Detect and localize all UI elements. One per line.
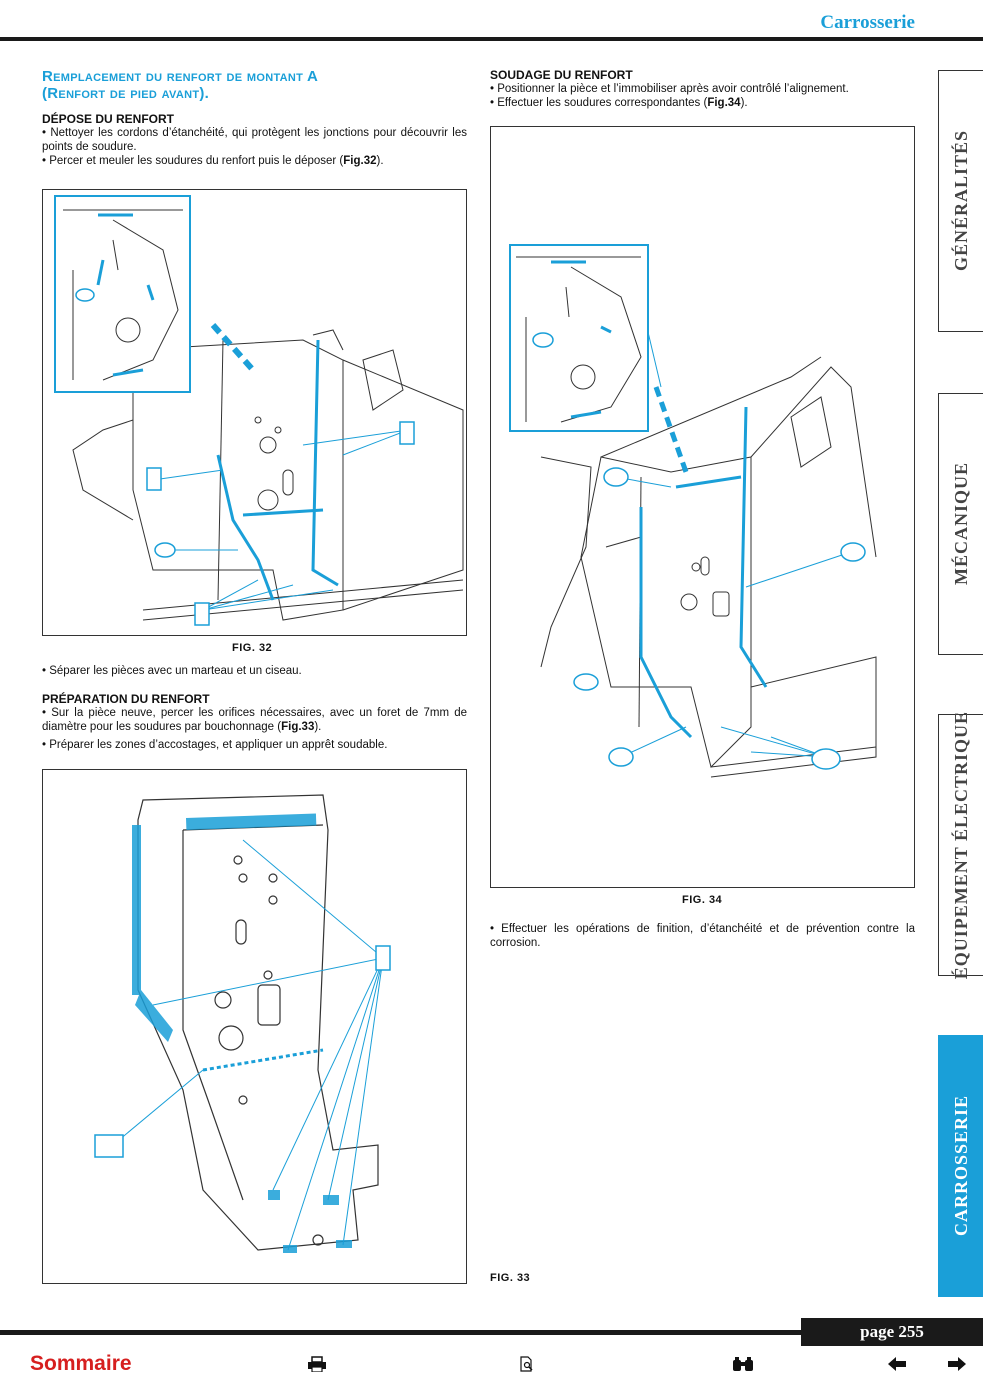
fig-ref: Fig.33 [281, 721, 315, 733]
document-search-icon[interactable] [519, 1356, 535, 1377]
left-column-2: • Séparer les pièces avec un marteau et … [42, 664, 467, 752]
fig32-caption: FIG. 32 [232, 642, 273, 654]
title-line-1: Remplacement du renfort de montant A [42, 68, 319, 85]
tab-label: MÉCANIQUE [950, 462, 971, 586]
soudage-step-1: • Positionner la pièce et l’immobiliser … [490, 83, 849, 95]
soudage-step-2: • Effectuer les soudures correspondantes… [490, 96, 915, 110]
fig-ref: Fig.32 [343, 155, 377, 167]
tab-generalites[interactable]: GÉNÉRALITÉS [938, 70, 983, 332]
fig34-caption: FIG. 34 [682, 894, 723, 906]
prep-step-2: • Préparer les zones d’accostages, et ap… [42, 739, 388, 751]
finition-step: • Effectuer les opérations de finition, … [490, 923, 915, 949]
fig34-drawing [509, 244, 877, 778]
right-column: SOUDAGE DU RENFORT • Positionner la pièc… [490, 68, 915, 110]
arrow-left-icon[interactable] [887, 1356, 907, 1377]
text: • Sur la pièce neuve, percer les orifice… [42, 707, 467, 733]
header-rule [0, 37, 983, 41]
text: ). [314, 721, 322, 733]
binoculars-icon[interactable] [731, 1356, 755, 1377]
separer-step: • Séparer les pièces avec un marteau et … [42, 665, 302, 677]
depose-step-2: • Percer et meuler les soudures du renfo… [42, 154, 467, 168]
fig-ref: Fig.34 [707, 97, 741, 109]
title-line-2: (Renfort de pied avant). [42, 85, 210, 102]
section-header: Carrosserie [820, 12, 915, 33]
fig33-caption: FIG. 33 [490, 1272, 531, 1284]
figure-32 [42, 189, 467, 636]
text: ). [376, 155, 384, 167]
text: • Percer et meuler les soudures du renfo… [42, 155, 344, 167]
soudage-title: SOUDAGE DU RENFORT [490, 68, 633, 82]
sommaire-link[interactable]: Sommaire [30, 1352, 132, 1375]
left-column: Remplacement du renfort de montant A (Re… [42, 68, 467, 168]
tab-label: ÉQUIPEMENT ÉLECTRIQUE [950, 710, 971, 980]
tab-label: GÉNÉRALITÉS [950, 130, 971, 272]
prep-step-1: • Sur la pièce neuve, percer les orifice… [42, 706, 467, 734]
depose-step-1: • Nettoyer les cordons d’étanchéité, qui… [42, 127, 467, 153]
section-title: Remplacement du renfort de montant A (Re… [42, 68, 467, 102]
depose-title: DÉPOSE DU RENFORT [42, 112, 175, 126]
figure-33 [42, 769, 467, 1284]
footer-rule [0, 1330, 983, 1335]
printer-icon[interactable] [307, 1356, 327, 1377]
arrow-right-icon[interactable] [947, 1356, 967, 1377]
tab-carrosserie[interactable]: CARROSSERIE [938, 1035, 983, 1297]
figure-34 [490, 126, 915, 888]
tab-label: CARROSSERIE [950, 1095, 971, 1237]
text: • Effectuer les soudures correspondantes… [490, 97, 708, 109]
page-number: page 255 [801, 1318, 983, 1346]
tab-equipement-electrique[interactable]: ÉQUIPEMENT ÉLECTRIQUE [938, 710, 983, 980]
fig32-drawing [54, 195, 464, 626]
fig33-drawing [94, 794, 391, 1253]
text: ). [740, 97, 748, 109]
tab-mecanique[interactable]: MÉCANIQUE [938, 393, 983, 655]
prep-title: PRÉPARATION DU RENFORT [42, 692, 210, 706]
right-column-2: • Effectuer les opérations de finition, … [490, 922, 915, 950]
